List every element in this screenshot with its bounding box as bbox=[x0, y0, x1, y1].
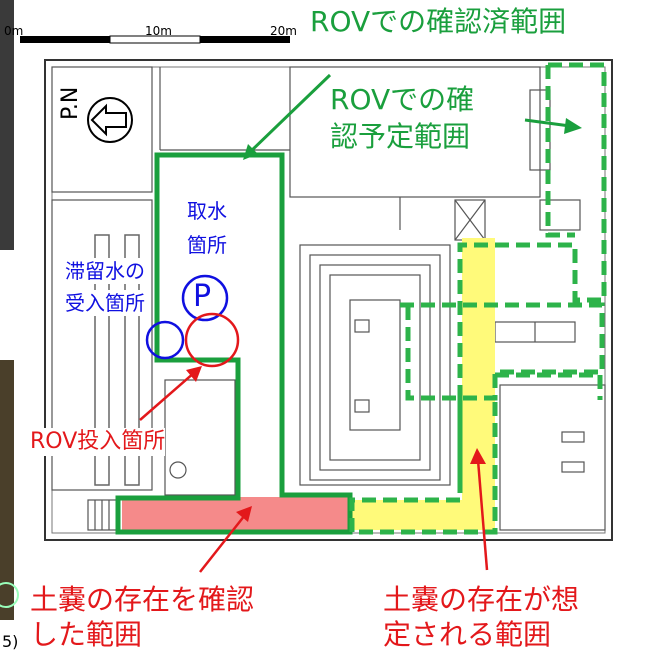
pump-circle bbox=[181, 274, 229, 322]
label-sandbag-confirmed-line2: した範囲 bbox=[30, 618, 143, 651]
north-label: P.N bbox=[58, 86, 83, 120]
label-pump: P bbox=[193, 279, 212, 314]
arrow-rov-entry bbox=[139, 371, 196, 421]
arrow-sandbag-confirmed bbox=[199, 514, 246, 573]
scale-tick-20: 20m bbox=[270, 24, 297, 38]
label-planned-line2: 認予定範囲 bbox=[330, 120, 471, 153]
arrow-planned bbox=[524, 118, 571, 128]
photo-strip-bottom bbox=[0, 360, 14, 620]
label-sandbag-confirmed-line1: 土嚢の存在を確認 bbox=[30, 583, 255, 616]
label-sandbag-expected-line2: 定される範囲 bbox=[383, 618, 552, 651]
label-intake-line1: 取水 bbox=[187, 199, 227, 223]
arrow-sandbag-expected bbox=[476, 459, 489, 571]
label-confirmed-range: ROVでの確認済範囲 bbox=[310, 5, 567, 38]
rov-confirmed-range bbox=[115, 152, 353, 535]
water-receiving-circle bbox=[145, 320, 185, 360]
scale-tick-10: 10m bbox=[145, 24, 172, 38]
pipe-group bbox=[94, 234, 140, 486]
label-intake-line2: 箇所 bbox=[187, 233, 227, 257]
arrows bbox=[139, 73, 582, 573]
scale-bar bbox=[20, 35, 290, 44]
scale-tick-0: 0m bbox=[4, 24, 24, 38]
rov-entry-circle bbox=[184, 312, 240, 368]
sandbag-expected-vertical bbox=[462, 238, 495, 530]
interior-walls bbox=[51, 66, 606, 531]
photo-strip-top bbox=[0, 0, 14, 250]
corner-text: 5) bbox=[2, 632, 19, 651]
label-water-line1: 滞留水の bbox=[65, 258, 145, 284]
label-rov-entry: ROV投入箇所 bbox=[30, 428, 166, 456]
sandbag-expected-horizontal bbox=[350, 500, 495, 530]
rov-planned-range bbox=[349, 62, 607, 535]
label-planned-line1: ROVでの確 bbox=[330, 83, 475, 116]
north-arrow bbox=[87, 97, 133, 143]
label-water-line2: 受入箇所 bbox=[65, 290, 145, 316]
arrow-confirmed bbox=[248, 73, 332, 154]
label-sandbag-expected-line1: 土嚢の存在が想 bbox=[383, 583, 580, 616]
photo-lens-circle bbox=[0, 582, 19, 608]
